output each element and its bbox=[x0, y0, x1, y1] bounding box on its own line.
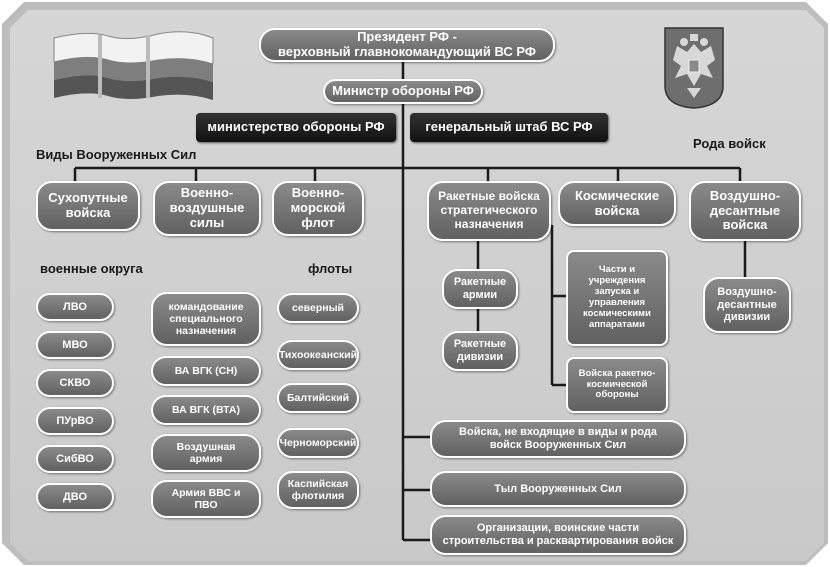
air-unit-item: командование специального назначения bbox=[151, 292, 261, 346]
district-item: ЛВО bbox=[36, 293, 114, 321]
general-staff-box: генеральный штаб ВС РФ bbox=[410, 113, 608, 142]
fleet-item: Тихоокеанский bbox=[277, 340, 359, 370]
districts-label: военные округа bbox=[40, 261, 143, 276]
space-unit-launch-control: Части и учреждения запуска и управления … bbox=[566, 250, 668, 346]
air-force-box: Военно- воздушные силы bbox=[153, 181, 261, 236]
other-troops-box: Войска, не входящие в виды и рода войск … bbox=[430, 420, 686, 458]
district-item: СибВО bbox=[36, 445, 114, 473]
vdv-box: Воздушно- десантные войска bbox=[689, 181, 801, 241]
branches-label: Виды Вооруженных Сил bbox=[36, 147, 197, 162]
space-forces-box: Космические войска bbox=[558, 181, 676, 226]
vdv-unit-divisions: Воздушно- десантные дивизии bbox=[703, 277, 791, 333]
rear-services-box: Тыл Вооруженных Сил bbox=[430, 471, 686, 507]
rvsn-unit-armies: Ракетные армии bbox=[442, 269, 518, 309]
arms-label: Рода войск bbox=[693, 136, 766, 151]
air-unit-item: Воздушная армия bbox=[151, 434, 261, 472]
air-unit-item: ВА ВГК (ВТА) bbox=[151, 395, 261, 425]
minister-box: Министр обороны РФ bbox=[323, 79, 483, 104]
rvsn-unit-divisions: Ракетные дивизии bbox=[442, 331, 518, 371]
ground-forces-box: Сухопутные войска bbox=[36, 181, 140, 231]
ministry-box: министерство обороны РФ bbox=[196, 113, 396, 142]
double-headed-eagle-emblem-icon bbox=[664, 27, 724, 109]
fleet-item: северный bbox=[277, 293, 359, 323]
district-item: МВО bbox=[36, 331, 114, 359]
fleet-item: Балтийский bbox=[277, 383, 359, 413]
fleet-item: Каспийская флотилия bbox=[277, 471, 359, 509]
fleets-label: флоты bbox=[308, 261, 353, 276]
construction-organizations-box: Организации, воинские части строительств… bbox=[430, 515, 686, 555]
russian-flag-icon bbox=[53, 31, 214, 100]
district-item: ДВО bbox=[36, 483, 114, 511]
air-unit-item: Армия ВВС и ПВО bbox=[151, 480, 261, 518]
district-item: ПУрВО bbox=[36, 407, 114, 435]
fleet-item: Черноморский bbox=[277, 428, 359, 458]
president-box: Президент РФ - верховный главнокомандующ… bbox=[259, 28, 555, 62]
rvsn-box: Ракетные войска стратегического назначен… bbox=[427, 181, 551, 241]
district-item: СКВО bbox=[36, 369, 114, 397]
space-unit-missile-defense: Войска ракетно- космической обороны bbox=[566, 357, 668, 413]
navy-box: Военно- морской флот bbox=[272, 181, 364, 236]
air-unit-item: ВА ВГК (СН) bbox=[151, 356, 261, 386]
